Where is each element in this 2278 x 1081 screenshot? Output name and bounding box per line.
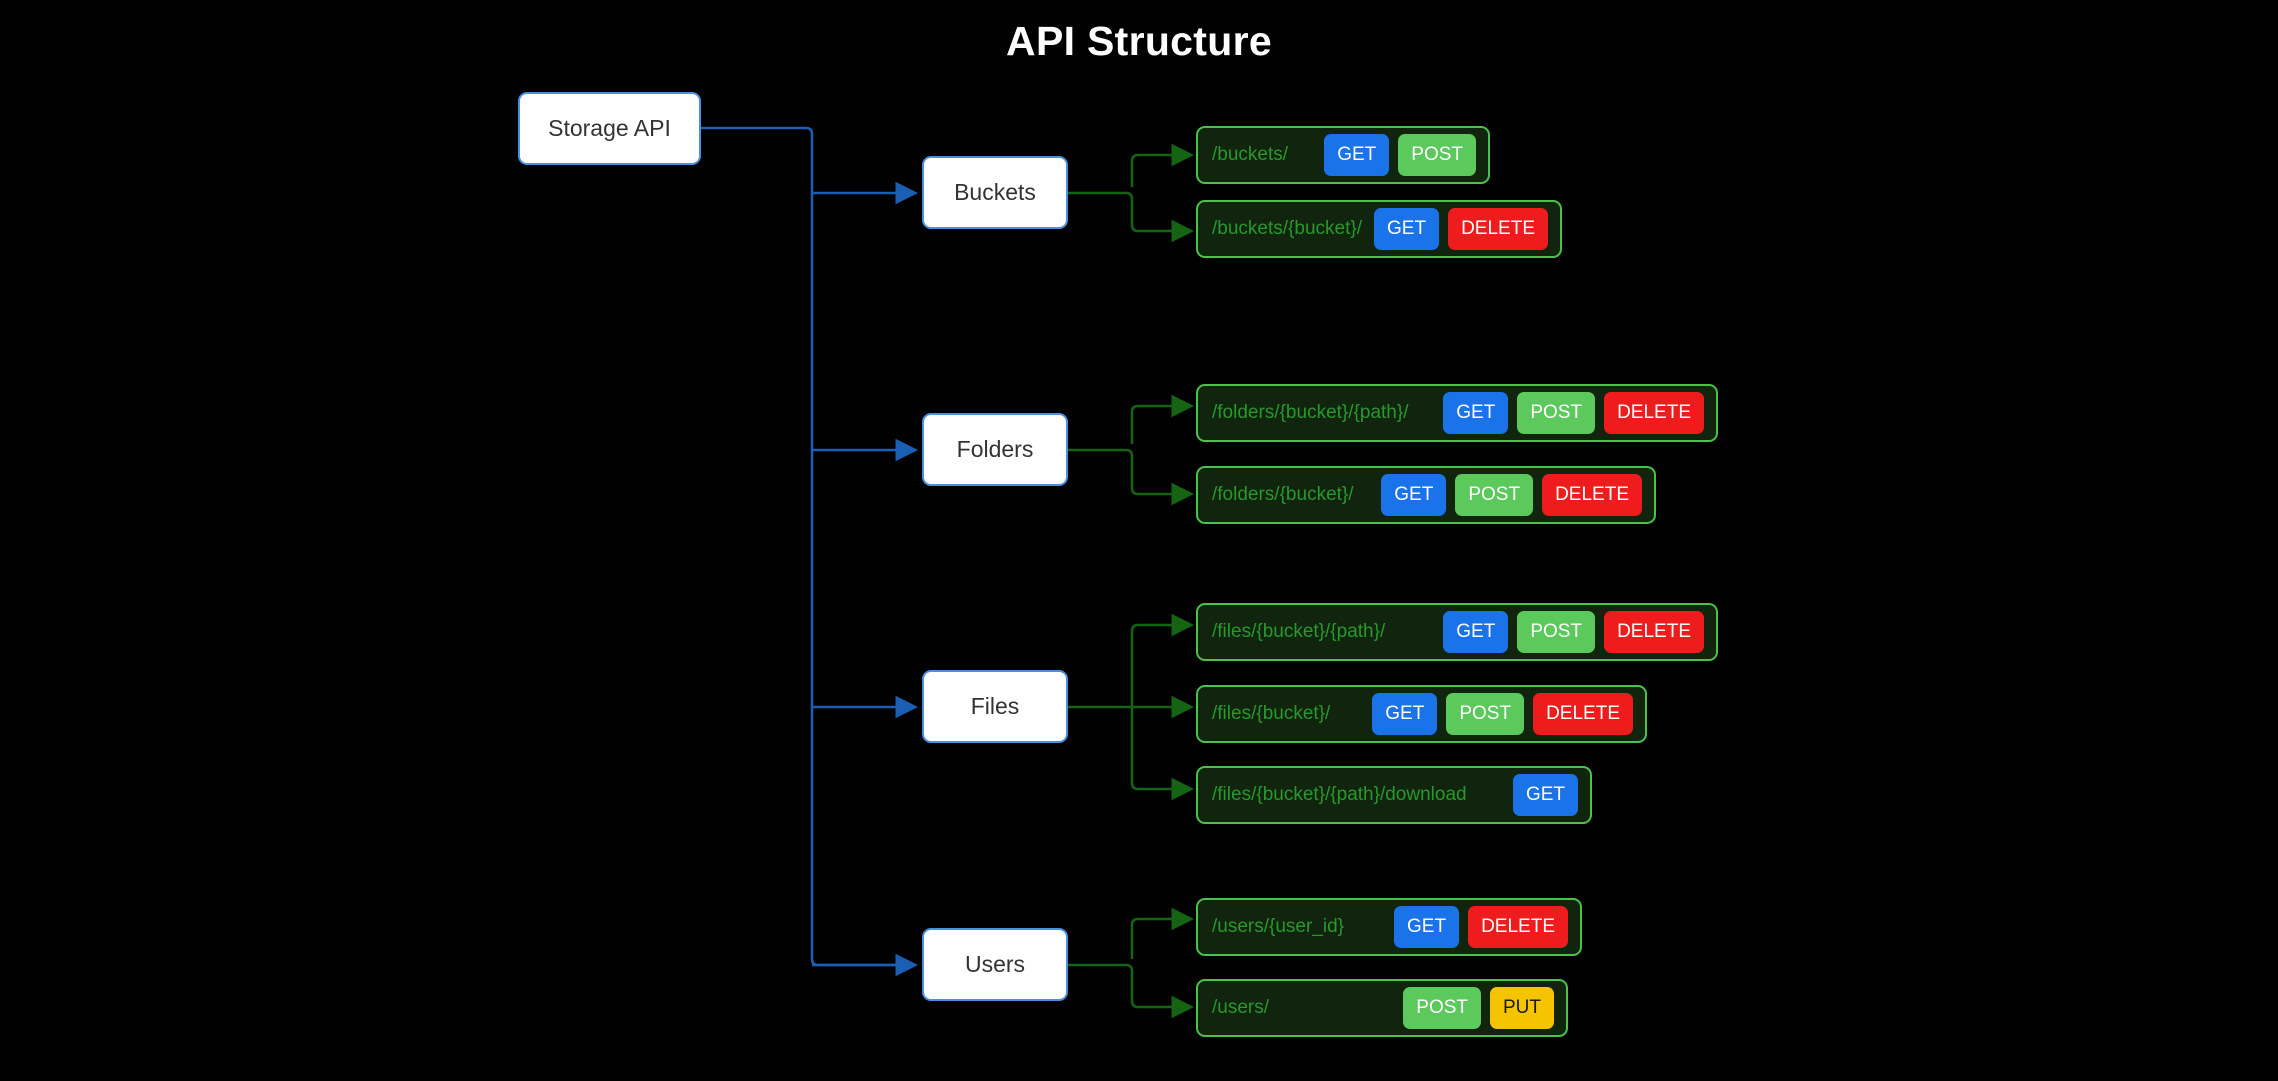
node-label: Files xyxy=(970,693,1020,719)
method-badge-put[interactable]: PUT xyxy=(1490,987,1554,1029)
endpoint-path: /buckets/ xyxy=(1212,144,1289,165)
method-badges: GET POST DELETE xyxy=(1443,392,1704,434)
node-buckets[interactable]: Buckets xyxy=(922,156,1068,229)
endpoint-path: /users/{user_id} xyxy=(1212,916,1345,937)
endpoint-path: /files/{bucket}/{path}/ xyxy=(1212,621,1386,642)
node-label: Users xyxy=(964,951,1026,977)
method-badge-post[interactable]: POST xyxy=(1446,693,1525,735)
method-badge-post[interactable]: POST xyxy=(1398,134,1476,176)
method-badges: POST PUT xyxy=(1403,987,1554,1029)
method-badge-get[interactable]: GET xyxy=(1512,774,1578,816)
endpoint-row[interactable]: /users/ POST PUT xyxy=(1196,979,1568,1037)
method-badge-get[interactable]: GET xyxy=(1372,693,1438,735)
method-badge-delete[interactable]: DELETE xyxy=(1448,208,1548,250)
endpoint-path: /users/ xyxy=(1212,997,1270,1018)
endpoint-row[interactable]: /files/{bucket}/{path}/download GET xyxy=(1196,766,1592,824)
node-label: Folders xyxy=(956,436,1034,462)
endpoint-row[interactable]: /buckets/{bucket}/ GET DELETE xyxy=(1196,200,1562,258)
method-badge-delete[interactable]: DELETE xyxy=(1604,611,1704,653)
method-badges: GET POST DELETE xyxy=(1443,611,1704,653)
method-badge-get[interactable]: GET xyxy=(1394,906,1460,948)
method-badge-delete[interactable]: DELETE xyxy=(1468,906,1568,948)
endpoint-path: /files/{bucket}/{path}/download xyxy=(1212,784,1467,805)
method-badges: GET POST DELETE xyxy=(1381,474,1642,516)
node-label: Storage API xyxy=(548,115,671,141)
node-files[interactable]: Files xyxy=(922,670,1068,743)
method-badges: GET POST xyxy=(1324,134,1476,176)
method-badges: GET POST DELETE xyxy=(1372,693,1633,735)
endpoint-row[interactable]: /folders/{bucket}/{path}/ GET POST DELET… xyxy=(1196,384,1718,442)
node-users[interactable]: Users xyxy=(922,928,1068,1001)
endpoint-path: /buckets/{bucket}/ xyxy=(1212,218,1362,239)
endpoint-path: /files/{bucket}/ xyxy=(1212,703,1331,724)
method-badges: GET DELETE xyxy=(1394,906,1568,948)
method-badge-get[interactable]: GET xyxy=(1443,392,1509,434)
method-badge-post[interactable]: POST xyxy=(1455,474,1534,516)
method-badge-post[interactable]: POST xyxy=(1403,987,1481,1029)
method-badge-post[interactable]: POST xyxy=(1517,611,1596,653)
endpoint-row[interactable]: /files/{bucket}/{path}/ GET POST DELETE xyxy=(1196,603,1718,661)
node-label: Buckets xyxy=(954,179,1036,205)
method-badge-delete[interactable]: DELETE xyxy=(1533,693,1633,735)
endpoint-row[interactable]: /users/{user_id} GET DELETE xyxy=(1196,898,1582,956)
endpoint-path: /folders/{bucket}/{path}/ xyxy=(1212,402,1409,423)
endpoint-row[interactable]: /files/{bucket}/ GET POST DELETE xyxy=(1196,685,1647,743)
endpoint-row[interactable]: /buckets/ GET POST xyxy=(1196,126,1490,184)
method-badges: GET DELETE xyxy=(1374,208,1548,250)
method-badge-get[interactable]: GET xyxy=(1324,134,1390,176)
method-badge-delete[interactable]: DELETE xyxy=(1604,392,1704,434)
method-badge-get[interactable]: GET xyxy=(1381,474,1447,516)
node-storage-api[interactable]: Storage API xyxy=(518,92,701,165)
endpoint-path: /folders/{bucket}/ xyxy=(1212,484,1354,505)
method-badge-get[interactable]: GET xyxy=(1374,208,1440,250)
node-folders[interactable]: Folders xyxy=(922,413,1068,486)
method-badge-delete[interactable]: DELETE xyxy=(1542,474,1642,516)
endpoint-row[interactable]: /folders/{bucket}/ GET POST DELETE xyxy=(1196,466,1656,524)
method-badge-get[interactable]: GET xyxy=(1443,611,1509,653)
method-badge-post[interactable]: POST xyxy=(1517,392,1596,434)
page-title: API Structure xyxy=(1006,18,1272,64)
method-badges: GET xyxy=(1512,774,1578,816)
